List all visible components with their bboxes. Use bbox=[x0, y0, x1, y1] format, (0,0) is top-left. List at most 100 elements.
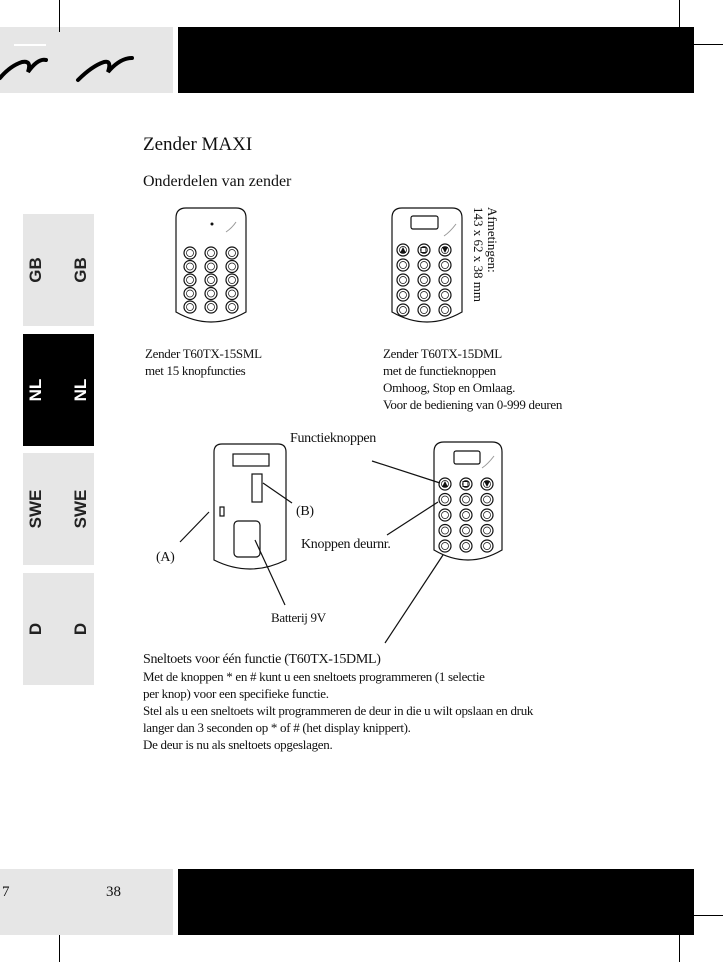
remote-a-key bbox=[204, 300, 218, 314]
crop-mark-top-right bbox=[679, 0, 680, 32]
remote-b-key bbox=[417, 303, 431, 317]
pointer-function-keys bbox=[371, 460, 441, 484]
remote-b-key bbox=[399, 246, 407, 254]
slot-a bbox=[219, 506, 225, 517]
remote-d-key bbox=[441, 495, 449, 504]
remote-d-key bbox=[459, 523, 473, 538]
chapter-number: 7 bbox=[2, 884, 10, 900]
remote-back-label-slot bbox=[232, 453, 270, 467]
remote-b-key bbox=[417, 258, 431, 272]
remote-a-key bbox=[204, 259, 218, 274]
remote-a-key bbox=[228, 249, 236, 257]
remote-d-key bbox=[459, 477, 473, 491]
remote-b-body bbox=[391, 207, 463, 323]
remote-d-key bbox=[480, 539, 494, 553]
remote-a-key bbox=[186, 276, 194, 284]
remote-d-key bbox=[438, 508, 452, 522]
remote-a-antenna-mark bbox=[225, 221, 237, 233]
tab-swe[interactable]: SWE SWE bbox=[23, 453, 94, 565]
tab-gb[interactable]: GB GB bbox=[23, 214, 94, 326]
remote-a-key bbox=[225, 300, 239, 314]
remote-d-antenna-mark bbox=[481, 455, 495, 469]
function-keys-label: Functieknoppen bbox=[290, 431, 377, 446]
footer-gray-band bbox=[0, 869, 173, 935]
remote-a-caption-line1: Zender T60TX-15SML bbox=[145, 346, 262, 361]
remote-d-key bbox=[438, 492, 452, 507]
remote-a-key bbox=[186, 289, 194, 298]
up-arrow-icon bbox=[442, 481, 448, 487]
remote-b-key bbox=[396, 303, 410, 317]
remote-d-key bbox=[441, 542, 449, 550]
remote-b-key bbox=[438, 288, 452, 302]
battery-label: Batterij 9V bbox=[271, 610, 326, 625]
remote-b-key bbox=[420, 291, 428, 299]
remote-d-key bbox=[459, 508, 473, 522]
remote-a-key bbox=[186, 262, 194, 271]
remote-b-key bbox=[438, 303, 452, 317]
remote-d-key bbox=[483, 480, 491, 488]
remote-d-key bbox=[483, 526, 491, 535]
dimensions-label-line2: 143 x 62 x 38 mm bbox=[471, 207, 486, 302]
remote-d-key bbox=[438, 539, 452, 553]
footer-black-band bbox=[178, 869, 694, 935]
tab-nl[interactable]: NL NL bbox=[23, 334, 94, 446]
body-line4: langer dan 3 seconden op * of # (het dis… bbox=[143, 720, 411, 735]
label-b: (B) bbox=[296, 504, 314, 519]
remote-a-key bbox=[204, 286, 218, 301]
remote-a-caption: Zender T60TX-15SML met 15 knopfuncties bbox=[145, 345, 262, 379]
dimensions-label-line1: Afmetingen: bbox=[485, 207, 500, 273]
remote-a-key bbox=[225, 286, 239, 301]
remote-d-key bbox=[480, 477, 494, 491]
remote-b-caption-line1: Zender T60TX-15DML bbox=[383, 346, 502, 361]
remote-d-key bbox=[459, 492, 473, 507]
remote-b-key bbox=[441, 291, 449, 299]
tab-d[interactable]: D D bbox=[23, 573, 94, 685]
battery-compartment bbox=[233, 520, 261, 558]
remote-a-caption-line2: met 15 knopfuncties bbox=[145, 363, 246, 378]
crop-mark-bottom-right bbox=[679, 931, 680, 962]
remote-b-key bbox=[399, 291, 407, 299]
pointer-battery bbox=[254, 539, 286, 606]
remote-d-key bbox=[480, 523, 494, 538]
remote-a-key bbox=[183, 273, 197, 287]
dimensions-label: Afmetingen: 143 x 62 x 38 mm bbox=[471, 207, 500, 317]
pointer-b bbox=[262, 482, 293, 504]
pointer-quick-key bbox=[384, 554, 444, 644]
remote-b-key bbox=[441, 246, 449, 254]
remote-d-key bbox=[462, 526, 470, 535]
remote-a-key bbox=[183, 286, 197, 301]
remote-d-key bbox=[462, 495, 470, 504]
remote-a-key bbox=[183, 259, 197, 274]
remote-a-key bbox=[225, 246, 239, 260]
remote-b-display bbox=[410, 215, 439, 230]
body-text: Sneltoets voor één functie (T60TX-15DML)… bbox=[143, 651, 533, 753]
crop-mark-top-left bbox=[59, 0, 60, 32]
remote-b-key bbox=[399, 261, 407, 269]
remote-d-key bbox=[438, 523, 452, 538]
remote-b-key bbox=[396, 273, 410, 287]
remote-d-key bbox=[441, 480, 449, 488]
remote-b-key bbox=[420, 276, 428, 284]
body-line1: Met de knoppen * en # kunt u een sneltoe… bbox=[143, 669, 485, 684]
remote-b-key bbox=[438, 243, 452, 257]
remote-a-key bbox=[207, 276, 215, 284]
remote-a-key bbox=[186, 249, 194, 257]
remote-d-key bbox=[483, 511, 491, 519]
remote-b-key bbox=[399, 306, 407, 314]
remote-a-key bbox=[183, 246, 197, 260]
remote-d-key bbox=[483, 495, 491, 504]
remote-d-key bbox=[441, 526, 449, 535]
remote-a-key bbox=[183, 300, 197, 314]
remote-a-key bbox=[228, 289, 236, 298]
remote-a-key bbox=[207, 303, 215, 311]
remote-d-key bbox=[462, 511, 470, 519]
remote-b-key bbox=[420, 306, 428, 314]
door-keys-label: Knoppen deurnr. bbox=[301, 537, 391, 552]
remote-d-key bbox=[441, 511, 449, 519]
crop-mark-bottom-left bbox=[59, 931, 60, 962]
remote-d-key bbox=[483, 542, 491, 550]
remote-b-key bbox=[441, 276, 449, 284]
remote-a-key bbox=[225, 259, 239, 274]
header-black-band bbox=[178, 27, 694, 93]
slot-b bbox=[251, 473, 263, 503]
